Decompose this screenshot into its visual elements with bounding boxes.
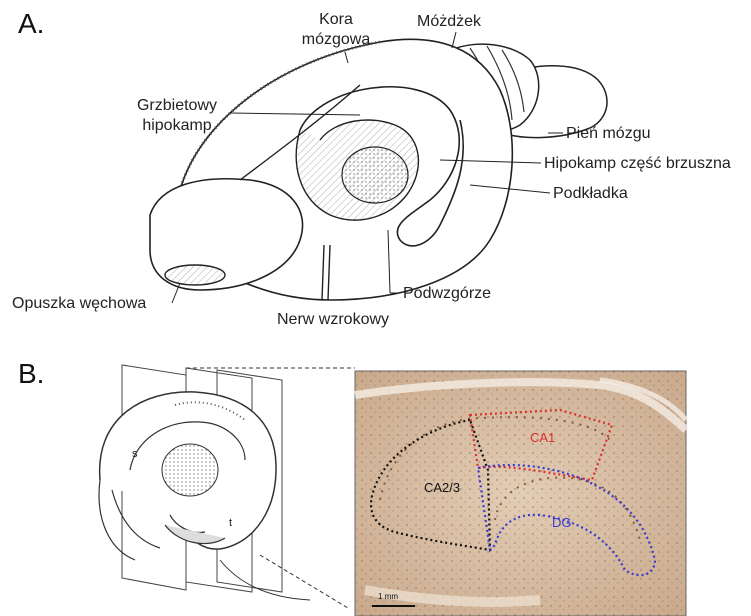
label-ca23: CA2/3 — [424, 480, 460, 495]
label-dg: DG — [552, 515, 572, 530]
scale-bar-label: 1 mm — [378, 592, 398, 601]
label-ca1: CA1 — [530, 430, 555, 445]
